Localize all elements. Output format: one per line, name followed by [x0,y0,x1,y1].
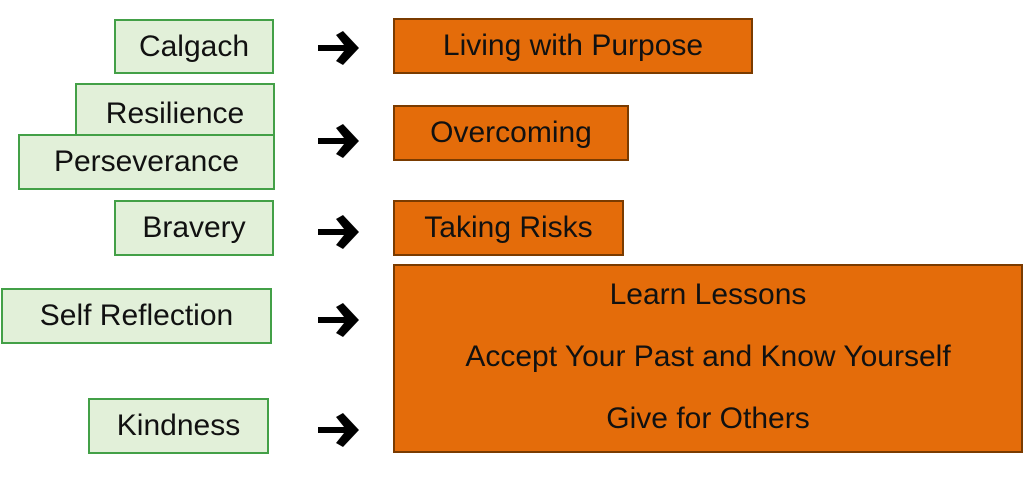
quality-label: Kindness [116,409,241,442]
outcome-label: Living with Purpose [442,29,704,62]
arrow-right-icon [318,31,359,65]
quality-label: Bravery [142,211,246,244]
arrow-right-icon [318,215,359,249]
lessons-box: Learn Lessons Accept Your Past and Know … [393,264,1023,453]
outcome-label: Overcoming [430,116,592,149]
quality-resilience: Resilience [75,83,275,143]
lesson-line: Learn Lessons [609,278,807,311]
outcome-label: Taking Risks [424,211,593,244]
outcome-taking-risks: Taking Risks [393,200,624,256]
lesson-line: Accept Your Past and Know Yourself [465,340,951,373]
quality-kindness: Kindness [88,398,269,454]
arrow-right-icon [318,413,359,447]
quality-calgach: Calgach [114,19,274,74]
quality-bravery: Bravery [114,200,274,256]
lesson-line: Give for Others [606,402,810,435]
arrow-right-icon [318,303,359,337]
quality-label: Resilience [105,97,245,130]
arrow-right-icon [318,124,359,158]
outcome-living-with-purpose: Living with Purpose [393,18,753,74]
quality-self-reflection: Self Reflection [1,288,272,344]
quality-label: Perseverance [53,145,240,178]
outcome-overcoming: Overcoming [393,105,629,161]
quality-label: Calgach [138,29,250,63]
quality-perseverance: Perseverance [18,134,275,190]
quality-label: Self Reflection [39,299,234,332]
